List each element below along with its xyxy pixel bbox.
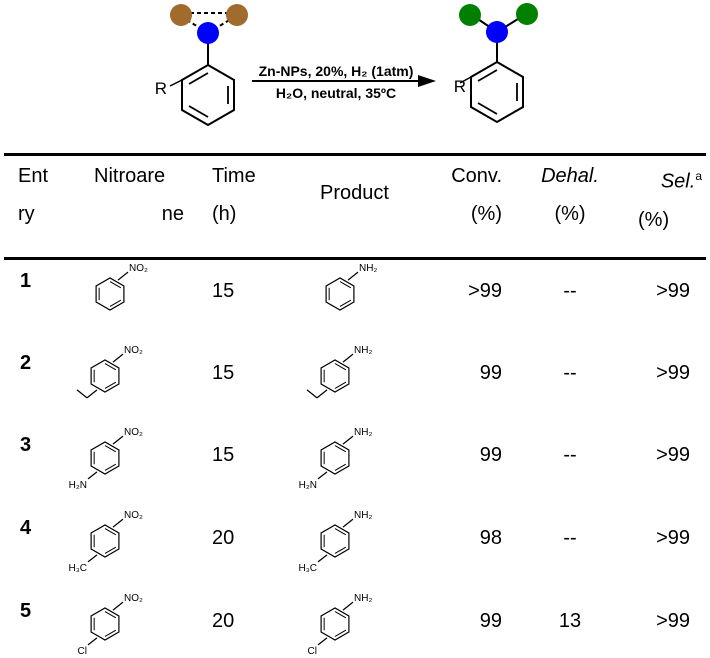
header-entry: Ent ry [18, 165, 49, 225]
nitro-group-label: NO₂ [129, 263, 148, 274]
product-structure: R [454, 3, 538, 124]
amino-group-label: NH₂ [354, 345, 372, 356]
selectivity-value: >99 [656, 362, 690, 384]
nitrogen-atom [197, 22, 219, 44]
reaction-time: 15 [212, 362, 235, 384]
amino-group-label: NH₂ [359, 263, 377, 274]
dehalogenation-value: -- [563, 527, 577, 549]
product-structure: NH₂ Cl [308, 593, 373, 657]
entry-number: 3 [20, 434, 32, 456]
nitroarene-structure: NO₂ Cl [78, 593, 143, 657]
amino-group-label: NH₂ [354, 593, 372, 604]
nitro-group-label: NO₂ [124, 427, 143, 438]
conversion-value: 99 [479, 362, 502, 384]
nitrogen-atom [486, 21, 508, 43]
nitroarene-structure: NO₂ [76, 345, 143, 399]
reaction-arrow [252, 75, 436, 87]
condition-line-1: Zn-NPs, 20%, H₂ (1atm) [259, 63, 414, 79]
oxygen-atom-left [170, 4, 192, 26]
conversion-value: 99 [479, 444, 502, 466]
entry-number: 2 [20, 352, 32, 374]
selectivity-value: >99 [656, 610, 690, 632]
header-time: Time (h) [212, 165, 256, 225]
product-structure: NH₂ H₃C [298, 510, 372, 574]
hydrogen-atom-right [516, 3, 538, 25]
substituent-label: Cl [308, 646, 317, 657]
entry-number: 1 [20, 270, 32, 292]
header-dehalogenation: Dehal. (%) [541, 165, 599, 225]
nitroarene-structure: NO₂ H₂N [69, 427, 143, 491]
conversion-value: 98 [479, 527, 502, 549]
substituent-label: H₃C [68, 563, 87, 574]
nitro-group-label: NO₂ [124, 345, 143, 356]
oxygen-atom-right [226, 4, 248, 26]
amino-group-label: NH₂ [354, 510, 372, 521]
reaction-time: 15 [212, 444, 235, 466]
substituent-label: H₂N [299, 480, 317, 491]
nitro-group-label: NO₂ [124, 510, 143, 521]
r-group-label: R [454, 77, 466, 96]
dehalogenation-value: -- [563, 280, 577, 302]
nitroarene-structure: NO₂ H₃C [68, 510, 143, 574]
nitroarene-structure: NO₂ [95, 263, 148, 311]
header-nitroarene: Nitroare ne [94, 165, 184, 225]
nitro-group-label: NO₂ [124, 593, 143, 604]
header-selectivity: Sel.a (%) [638, 169, 702, 231]
header-product: Product [320, 182, 389, 204]
header-conversion: Conv. (%) [451, 165, 502, 225]
r-group-label: R [155, 79, 167, 98]
reaction-time: 20 [212, 527, 235, 549]
conversion-value: 99 [479, 610, 502, 632]
table-header-rule [4, 257, 706, 260]
dehalogenation-value: 13 [558, 610, 582, 632]
product-structure: NH₂ H₂N [299, 427, 373, 491]
table-top-rule [4, 153, 706, 156]
product-structure: NH₂ [306, 345, 372, 399]
condition-line-2: H₂O, neutral, 35ºC [276, 85, 396, 101]
selectivity-value: >99 [656, 444, 690, 466]
amino-group-label: NH₂ [354, 427, 372, 438]
reaction-scheme: R Zn-NPs, 20%, H₂ (1atm) H₂O, neutral, 3… [155, 3, 538, 127]
product-structure: NH₂ [325, 263, 377, 311]
dehalogenation-value: -- [563, 444, 577, 466]
entry-number: 4 [20, 517, 32, 539]
entry-number: 5 [20, 600, 32, 622]
reaction-time: 15 [212, 280, 235, 302]
reactant-structure: R [155, 4, 248, 127]
conversion-value: >99 [468, 280, 502, 302]
substituent-label: H₃C [298, 563, 317, 574]
selectivity-value: >99 [656, 527, 690, 549]
reaction-time: 20 [212, 610, 235, 632]
hydrogen-atom-left [459, 4, 481, 26]
selectivity-value: >99 [656, 280, 690, 302]
dehalogenation-value: -- [563, 362, 577, 384]
substituent-label: H₂N [69, 480, 87, 491]
substituent-label: Cl [78, 646, 87, 657]
